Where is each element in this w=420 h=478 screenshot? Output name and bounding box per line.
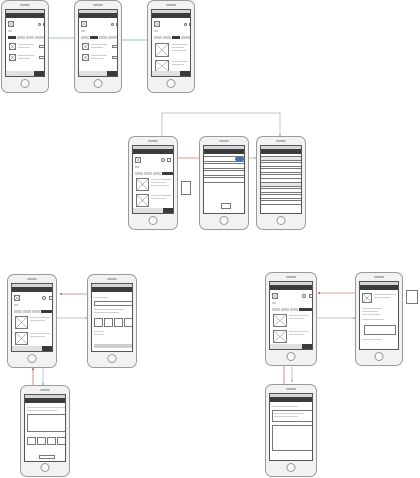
phone-main (128, 136, 178, 230)
phone-br-detail (355, 272, 403, 366)
avatar (8, 21, 14, 27)
phone-detail (256, 136, 306, 230)
submit-button[interactable] (94, 344, 132, 348)
annotation-note (181, 181, 191, 195)
screen (260, 145, 302, 214)
screen (11, 283, 53, 352)
arrow-mid-up (161, 112, 281, 153)
screen (78, 9, 118, 77)
home-button[interactable] (166, 79, 176, 88)
home-button[interactable] (27, 354, 37, 363)
phone-home-2 (74, 0, 122, 93)
tab-active[interactable] (34, 71, 44, 76)
screen (203, 145, 245, 214)
screen (359, 281, 399, 350)
screen (151, 9, 191, 77)
phone-home-1 (1, 0, 49, 93)
annotation-note (406, 290, 418, 304)
home-button[interactable] (286, 352, 296, 361)
home-button[interactable] (20, 79, 30, 88)
phone-br-bottom (265, 384, 317, 477)
home-button[interactable] (286, 463, 296, 472)
home-button[interactable] (219, 216, 229, 225)
profile-icon[interactable] (161, 158, 165, 162)
screen (269, 393, 313, 461)
screen (24, 394, 66, 462)
phone-bl-main (7, 274, 57, 368)
confirm-button[interactable] (221, 203, 231, 209)
add-icon[interactable] (43, 23, 44, 26)
toggle-switch[interactable] (235, 157, 244, 161)
screen (5, 9, 45, 77)
search-icon[interactable] (38, 23, 41, 26)
confirm-button[interactable] (39, 455, 55, 459)
screen (91, 283, 133, 352)
phone-bl-form (87, 274, 137, 368)
home-button[interactable] (148, 216, 158, 225)
home-button[interactable] (107, 354, 117, 363)
phone-settings (199, 136, 249, 230)
home-button[interactable] (276, 216, 286, 225)
phone-bl-bottom (20, 385, 70, 477)
home-button[interactable] (374, 352, 384, 361)
home-button[interactable] (40, 463, 50, 472)
share-icon[interactable] (167, 158, 171, 162)
screen (132, 145, 174, 214)
menu-icon[interactable] (173, 158, 174, 162)
screen (269, 281, 313, 350)
phone-br-main (265, 272, 317, 366)
home-button[interactable] (93, 79, 103, 88)
phone-home-3 (147, 0, 195, 93)
